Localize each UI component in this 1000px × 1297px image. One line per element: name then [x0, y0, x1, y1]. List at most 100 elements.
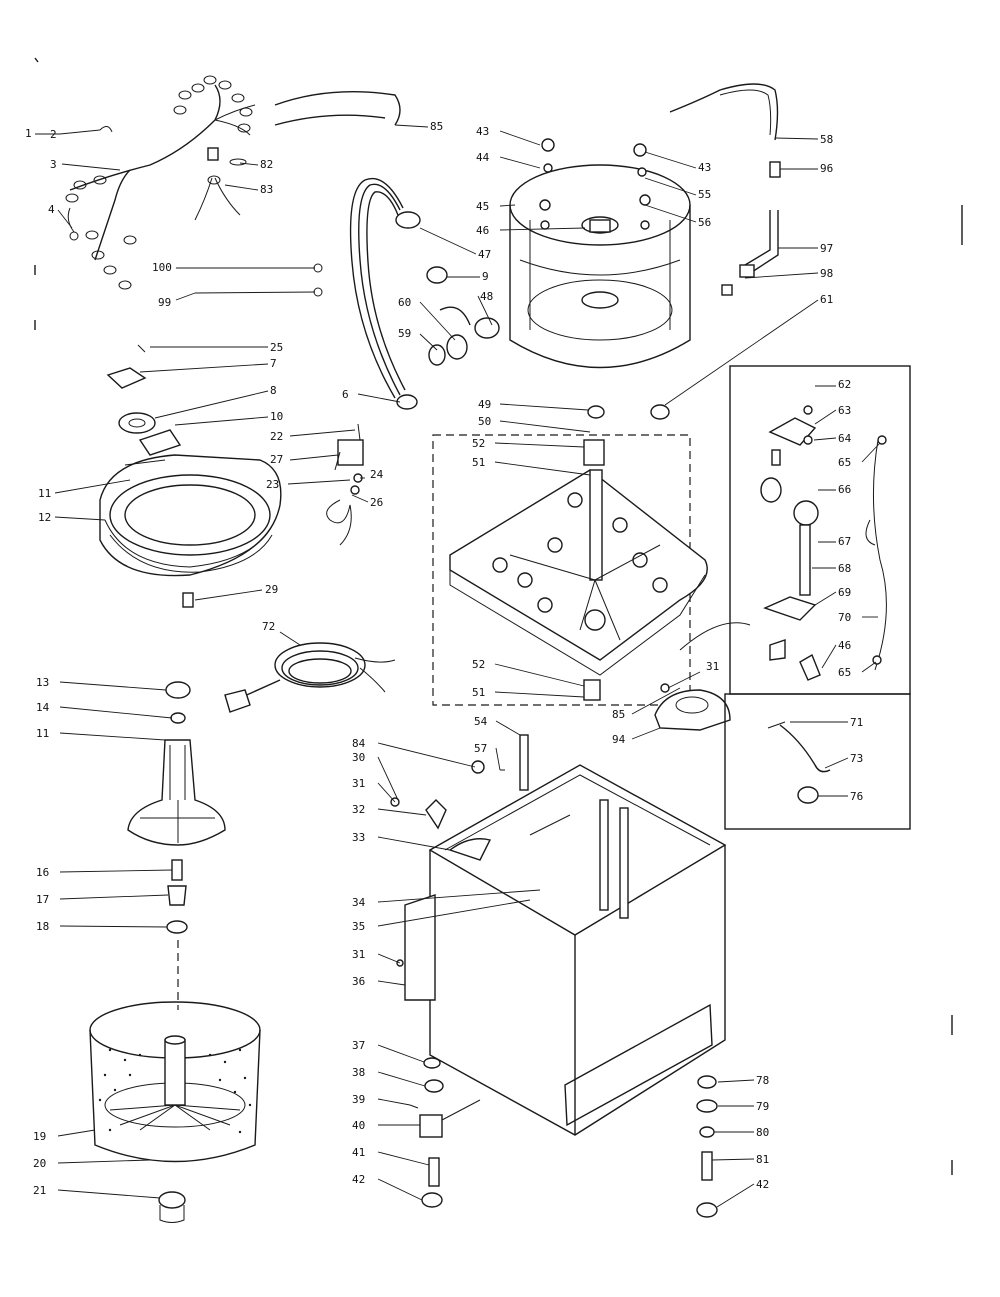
callout-leader-c84 [377, 742, 476, 768]
callout-leader-c51b [494, 691, 585, 698]
callout-leader-c20 [57, 1159, 151, 1164]
callout-leaders [35, 124, 881, 1208]
callout-label-c11a: 11 [38, 487, 51, 500]
callout-label-c84: 84 [352, 737, 366, 750]
callout-label-c8: 8 [270, 384, 277, 397]
callout-label-c81: 81 [756, 1153, 769, 1166]
callout-label-c46: 46 [476, 224, 489, 237]
callout-label-c76: 76 [850, 790, 863, 803]
callout-leader-c65b [861, 661, 877, 673]
callout-leader-c43a [499, 130, 541, 146]
leads-99-100 [194, 263, 323, 297]
callout-leader-c36 [377, 980, 406, 986]
callout-leader-c58 [774, 137, 819, 140]
callout-leader-c12 [54, 516, 106, 521]
callout-label-c64: 64 [838, 432, 852, 445]
callout-leader-c98 [744, 272, 819, 279]
callout-leader-c31a [667, 671, 701, 689]
callout-label-c59: 59 [398, 327, 411, 340]
callout-label-c17: 17 [36, 893, 49, 906]
drain-hose [349, 177, 500, 410]
callout-leader-c69 [814, 591, 837, 606]
callout-label-c60: 60 [398, 296, 411, 309]
outer-tub [509, 138, 691, 369]
fill-hose-58 [669, 83, 781, 178]
callout-leader-c99 [175, 292, 196, 301]
callout-leader-c59 [419, 333, 438, 351]
callout-label-c45: 45 [476, 200, 489, 213]
callout-label-c97: 97 [820, 242, 833, 255]
callout-leader-c42a [377, 1178, 423, 1201]
callout-label-c67: 67 [838, 535, 851, 548]
callout-leader-c31c [377, 953, 401, 964]
callout-leader-c22 [289, 429, 356, 437]
callout-label-c22: 22 [270, 430, 283, 443]
callout-label-c13: 13 [36, 676, 49, 689]
pump-94 [654, 622, 751, 731]
callout-leader-c94 [631, 727, 661, 740]
callout-leader-c6 [357, 393, 401, 403]
callout-leader-c29 [194, 589, 263, 601]
callout-leader-c14 [59, 706, 173, 719]
callout-label-c66: 66 [838, 483, 851, 496]
callout-leader-c60 [419, 301, 456, 341]
callout-label-c46b: 46 [838, 639, 851, 652]
callout-label-c72: 72 [262, 620, 275, 633]
callout-leader-c72 [279, 631, 301, 646]
callout-label-c7: 7 [270, 357, 277, 370]
callout-leader-c10 [174, 416, 269, 426]
linkage-inset [724, 693, 911, 830]
callout-label-c40: 40 [352, 1119, 365, 1132]
callout-leader-c57 [495, 747, 501, 771]
callout-leader-c17 [59, 894, 169, 900]
callout-label-c54: 54 [474, 715, 488, 728]
callout-label-c94: 94 [612, 733, 626, 746]
callout-label-c33: 33 [352, 831, 365, 844]
callout-leader-c52b [494, 663, 585, 687]
callout-label-c68: 68 [838, 562, 851, 575]
callout-leader-c39 [377, 1098, 411, 1106]
callout-label-c31b: 31 [352, 777, 365, 790]
part-49 [587, 405, 605, 419]
callout-leader-c31b [377, 782, 396, 803]
callout-label-c49: 49 [478, 398, 491, 411]
callout-leader-c56 [644, 204, 697, 223]
callout-label-c73: 73 [850, 752, 863, 765]
scan-marks [34, 57, 963, 1175]
spin-basket [89, 1001, 261, 1223]
callout-label-c41: 41 [352, 1146, 365, 1159]
callout-label-c19: 19 [33, 1130, 46, 1143]
callout-label-c57: 57 [474, 742, 487, 755]
callout-label-c42a: 42 [352, 1173, 365, 1186]
callout-leader-c21 [57, 1189, 161, 1199]
callout-label-c30: 30 [352, 751, 365, 764]
callout-label-c51b: 51 [472, 686, 485, 699]
callout-leader-c35 [377, 899, 531, 927]
callout-label-c58: 58 [820, 133, 833, 146]
callout-label-c48: 48 [480, 290, 493, 303]
callout-label-c24: 24 [370, 468, 384, 481]
callout-label-c83: 83 [260, 183, 273, 196]
callout-leader-c81 [711, 1158, 755, 1161]
callout-leader-c8 [154, 390, 269, 419]
callout-leader-c11a [54, 479, 131, 494]
callout-label-c9: 9 [482, 270, 489, 283]
callout-leader-c11b [59, 732, 166, 741]
callout-label-c3: 3 [50, 158, 57, 171]
callout-label-c70: 70 [838, 611, 851, 624]
leveling-leg-left [409, 1057, 481, 1208]
screw-29 [182, 592, 194, 608]
callout-label-c29: 29 [265, 583, 278, 596]
callout-leader-c30 [377, 756, 399, 801]
callout-leader-c18 [59, 925, 168, 928]
callout-leader-c46 [499, 227, 586, 231]
terminal-82-83 [194, 147, 247, 221]
callout-label-c51a: 51 [472, 456, 485, 469]
callout-leader-c55 [644, 177, 697, 196]
timer-inset [729, 365, 911, 695]
callout-leader-c85b [631, 687, 681, 715]
callout-leader-c64 [813, 437, 837, 441]
callout-leader-c47 [419, 227, 477, 255]
callout-label-c11b: 11 [36, 727, 49, 740]
callout-leader-c26 [351, 494, 369, 503]
